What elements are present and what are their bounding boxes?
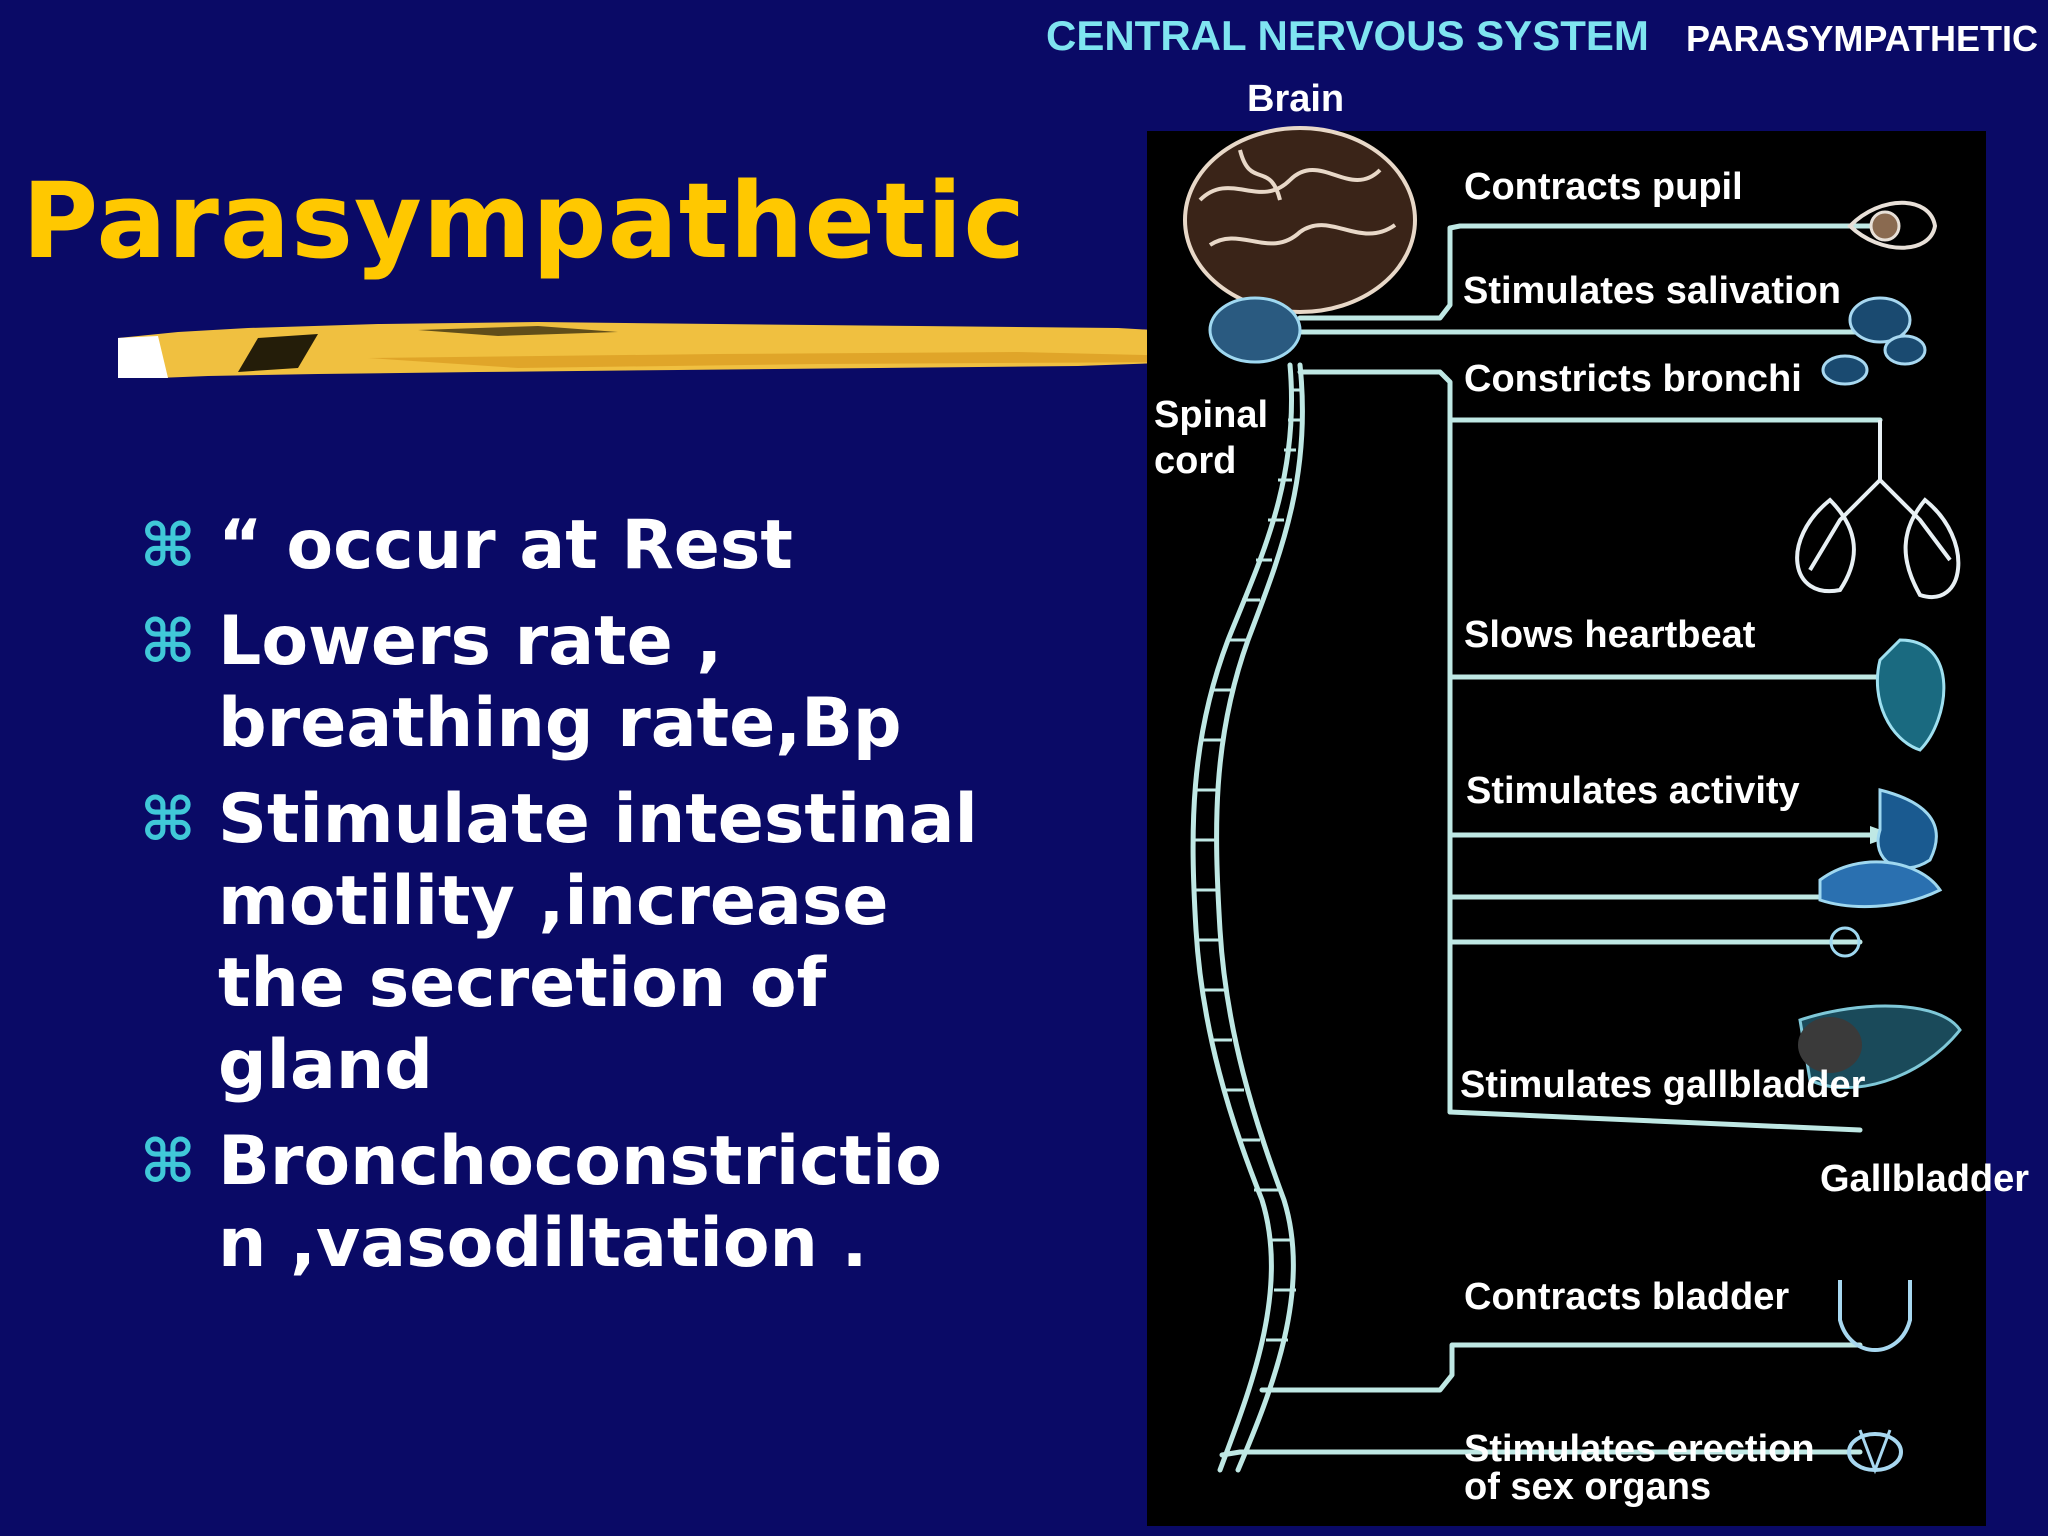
bullet-item: ⌘Bronchoconstrictio n ,vasodiltation . [140, 1122, 943, 1283]
pancreas-icon [1818, 860, 1943, 909]
slide-title: Parasympathetic [22, 160, 1027, 282]
bladder-icon [1838, 1280, 1912, 1352]
header-central-nervous-system: CENTRAL NERVOUS SYSTEM [1046, 12, 1649, 59]
spinal-segments [1194, 388, 1302, 1342]
label-gallbladder: Gallbladder [1820, 1158, 2030, 1200]
bullet-item: ⌘“ occur at Rest [140, 506, 793, 585]
bullet-mark-icon: ⌘ [140, 607, 196, 677]
sex-organs-icon [1847, 1429, 1903, 1475]
spinal-cord-label: Spinal cord [1154, 394, 1269, 482]
bullet-item: ⌘Stimulate intestinal motility ,increase… [140, 780, 978, 1105]
label-stimulates-salivation: Stimulates salivation [1463, 270, 1842, 312]
label-constricts-bronchi: Constricts bronchi [1464, 358, 1802, 400]
label-contracts-pupil: Contracts pupil [1464, 166, 1743, 208]
brain-icon [1183, 126, 1417, 364]
bullet-list: ⌘“ occur at Rest ⌘Lowers rate , breathin… [140, 505, 1000, 1285]
gallbladder-icon [1798, 1004, 1962, 1090]
bullet-item: ⌘Lowers rate , breathing rate,Bp [140, 602, 902, 763]
label-contracts-bladder: Contracts bladder [1464, 1276, 1790, 1318]
stomach-icon [1876, 788, 1938, 870]
bullet-mark-icon: ⌘ [140, 785, 196, 855]
bullet-mark-icon: ⌘ [140, 511, 196, 581]
salivary-gland-icon [1821, 296, 1927, 386]
label-stimulates-erection: Stimulates erection of sex organs [1464, 1428, 1815, 1508]
title-underline-brush [118, 322, 1188, 378]
heart-icon [1875, 638, 1946, 752]
label-slows-heartbeat: Slows heartbeat [1464, 614, 1756, 656]
label-stimulates-gallbladder: Stimulates gallbladder [1460, 1064, 1866, 1106]
brain-label: Brain [1247, 78, 1345, 120]
bullet-mark-icon: ⌘ [140, 1127, 196, 1197]
header-parasympathetic: PARASYMPATHETIC [1686, 18, 2039, 59]
eye-icon [1847, 200, 1938, 250]
intestine-icon [1829, 926, 1861, 958]
label-stimulates-activity: Stimulates activity [1466, 770, 1800, 812]
lungs-icon [1795, 420, 1961, 599]
